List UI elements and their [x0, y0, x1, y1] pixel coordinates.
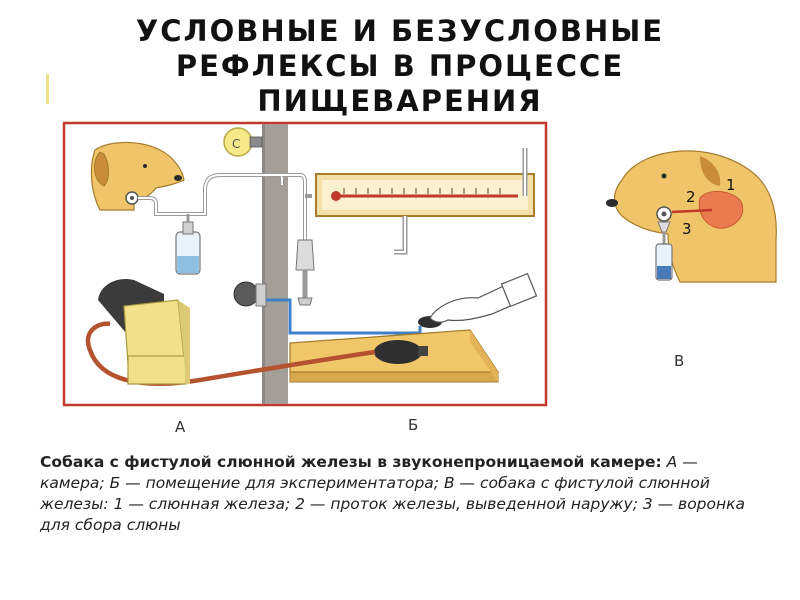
slide-title: УСЛОВНЫЕ И БЕЗУСЛОВНЫЕ РЕФЛЕКСЫ В ПРОЦЕС… — [0, 14, 800, 119]
feeder-machine — [98, 278, 190, 385]
dog-head-b — [606, 150, 777, 283]
accent-bar — [46, 74, 49, 104]
title-line-1: УСЛОВНЫЕ И БЕЗУСЛОВНЫЕ — [135, 14, 665, 48]
label-num-2: 2 — [686, 188, 696, 206]
label-num-1: 1 — [726, 176, 736, 194]
title-line-2: РЕФЛЕКСЫ В ПРОЦЕССЕ — [175, 49, 625, 83]
label-b: Б — [408, 416, 418, 434]
label-v: В — [674, 352, 684, 370]
caption-text: А — камера; Б — помещение для эксперимен… — [40, 453, 745, 534]
figure-caption: Собака с фистулой слюнной железы в звуко… — [40, 452, 760, 536]
pavlov-experiment-illustration: С — [62, 121, 777, 436]
wall-device-icon — [233, 281, 267, 307]
label-a: А — [175, 418, 186, 436]
collection-jar-icon — [175, 214, 201, 275]
hand-button-icon — [418, 272, 538, 328]
title-line-3: ПИЩЕВАРЕНИЯ — [257, 84, 543, 118]
caption-bold: Собака с фистулой слюнной железы в звуко… — [40, 453, 662, 471]
label-num-3: 3 — [682, 220, 692, 238]
light-bulb-icon: С — [223, 127, 263, 157]
dividing-wall — [262, 124, 288, 404]
bulb-letter: С — [232, 137, 240, 151]
rubber-bulb-icon — [374, 340, 428, 364]
